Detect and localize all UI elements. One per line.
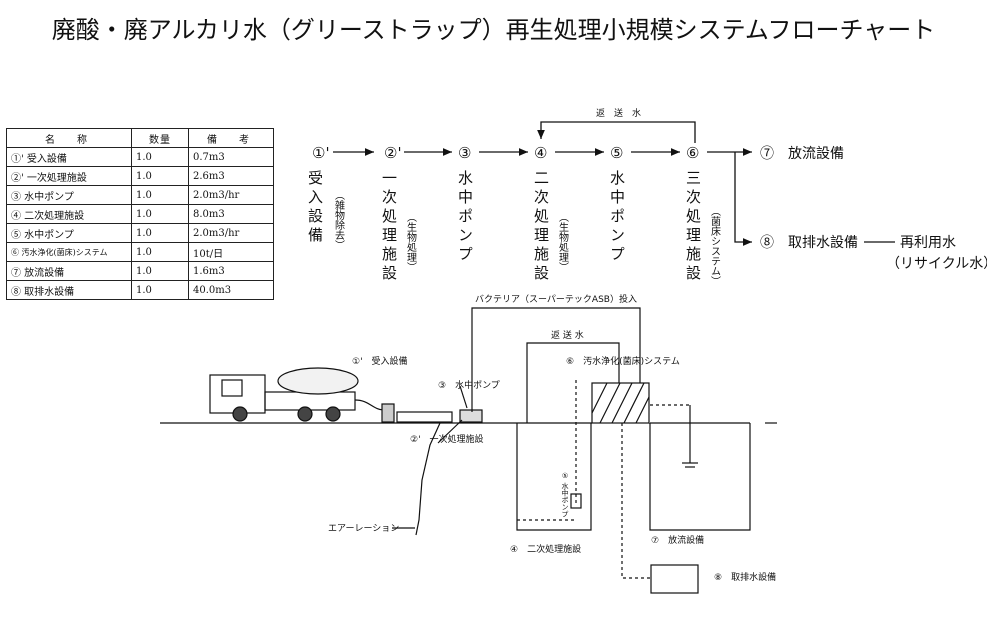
node-label: 水中ポンプ [608, 170, 626, 265]
pump5-label: ⑤ 水中ポンプ [561, 472, 569, 517]
hatch-line [591, 382, 608, 414]
hatch-line [611, 382, 633, 424]
truck-hose [354, 399, 386, 411]
row-note: 40.0m3 [188, 280, 274, 300]
leader-line [459, 385, 468, 409]
node-number: ①' [312, 144, 330, 162]
truck-tank [277, 367, 359, 395]
purification-unit [591, 382, 650, 424]
tanker-truck [209, 367, 386, 422]
secondary-tank [516, 423, 592, 531]
node-label: 受入設備 [306, 170, 324, 246]
outlet-intake: ⑧ 取排水設備 [760, 235, 858, 251]
return-pipe [526, 342, 620, 423]
pump3-label: ③ 水中ポンプ [438, 379, 500, 391]
submersible-pump [570, 493, 582, 509]
node-number: ③ [458, 144, 471, 162]
truck-wheel [232, 406, 248, 422]
intake-label: ⑧ 取排水設備 [714, 571, 776, 583]
primary-tank-top [396, 411, 453, 423]
hatch-line [635, 396, 650, 424]
outlet-discharge: ⑦ 放流設備 [760, 146, 844, 162]
secondary-label: ④ 二次処理施設 [510, 543, 581, 555]
truck-bed [264, 391, 356, 411]
pump-box [459, 409, 483, 423]
node-label: 水中ポンプ [456, 170, 474, 265]
node-sublabel: （生物処理） [405, 212, 417, 272]
primary-label: ②' 一次処理施設 [410, 433, 484, 445]
leader-line [437, 419, 463, 444]
table-header-row: 名 称 数量 備 考 [6, 128, 274, 148]
plant-schematic [160, 307, 777, 594]
node-sublabel: （菌床システム） [709, 206, 721, 286]
return-loop [537, 121, 696, 143]
receiving-unit [381, 403, 395, 423]
node-sublabel: （生物処理） [557, 212, 569, 272]
truck-wheel [325, 406, 341, 422]
discharge-label: ⑦ 放流設備 [651, 534, 704, 546]
row-qty: 1.0 [131, 280, 189, 300]
soil-edge [415, 422, 441, 536]
branch-arrow [734, 152, 752, 246]
flow-chart [333, 121, 895, 246]
node-number: ④ [534, 144, 547, 162]
node-label: 二次処理施設 [532, 170, 550, 284]
hatch-line [623, 382, 645, 424]
recycle-label: （リサイクル水） [886, 256, 987, 272]
reuse-label: 再利用水 [900, 235, 956, 251]
intake-pipe [621, 423, 651, 579]
node-number: ⑤ [610, 144, 623, 162]
return-label: 返 送 水 [596, 107, 641, 119]
hatch-line [599, 382, 621, 424]
truck-wheel [297, 406, 313, 422]
node-label: 一次処理施設 [380, 170, 398, 284]
bacteria-line [471, 307, 641, 412]
node-number: ②' [384, 144, 402, 162]
page-title: 廃酸・廃アルカリ水（グリーストラップ）再生処理小規模システムフローチャート [51, 16, 936, 44]
receiving-label: ①' 受入設備 [352, 355, 408, 367]
bacteria-label: バクテリア（スーパーテックASB）投入 [475, 293, 637, 305]
node-label: 三次処理施設 [684, 170, 702, 284]
schematic-return-label: 返 送 水 [551, 329, 584, 341]
system-label: ⑥ 汚水浄化(菌床)システム [566, 355, 680, 367]
discharge-tank [649, 423, 751, 531]
aeration-label: エアーレーション [328, 524, 399, 534]
truck-window [221, 379, 243, 397]
node-sublabel: （雑物除去） [333, 190, 345, 250]
node-number: ⑥ [686, 144, 699, 162]
intake-tank [650, 564, 699, 594]
